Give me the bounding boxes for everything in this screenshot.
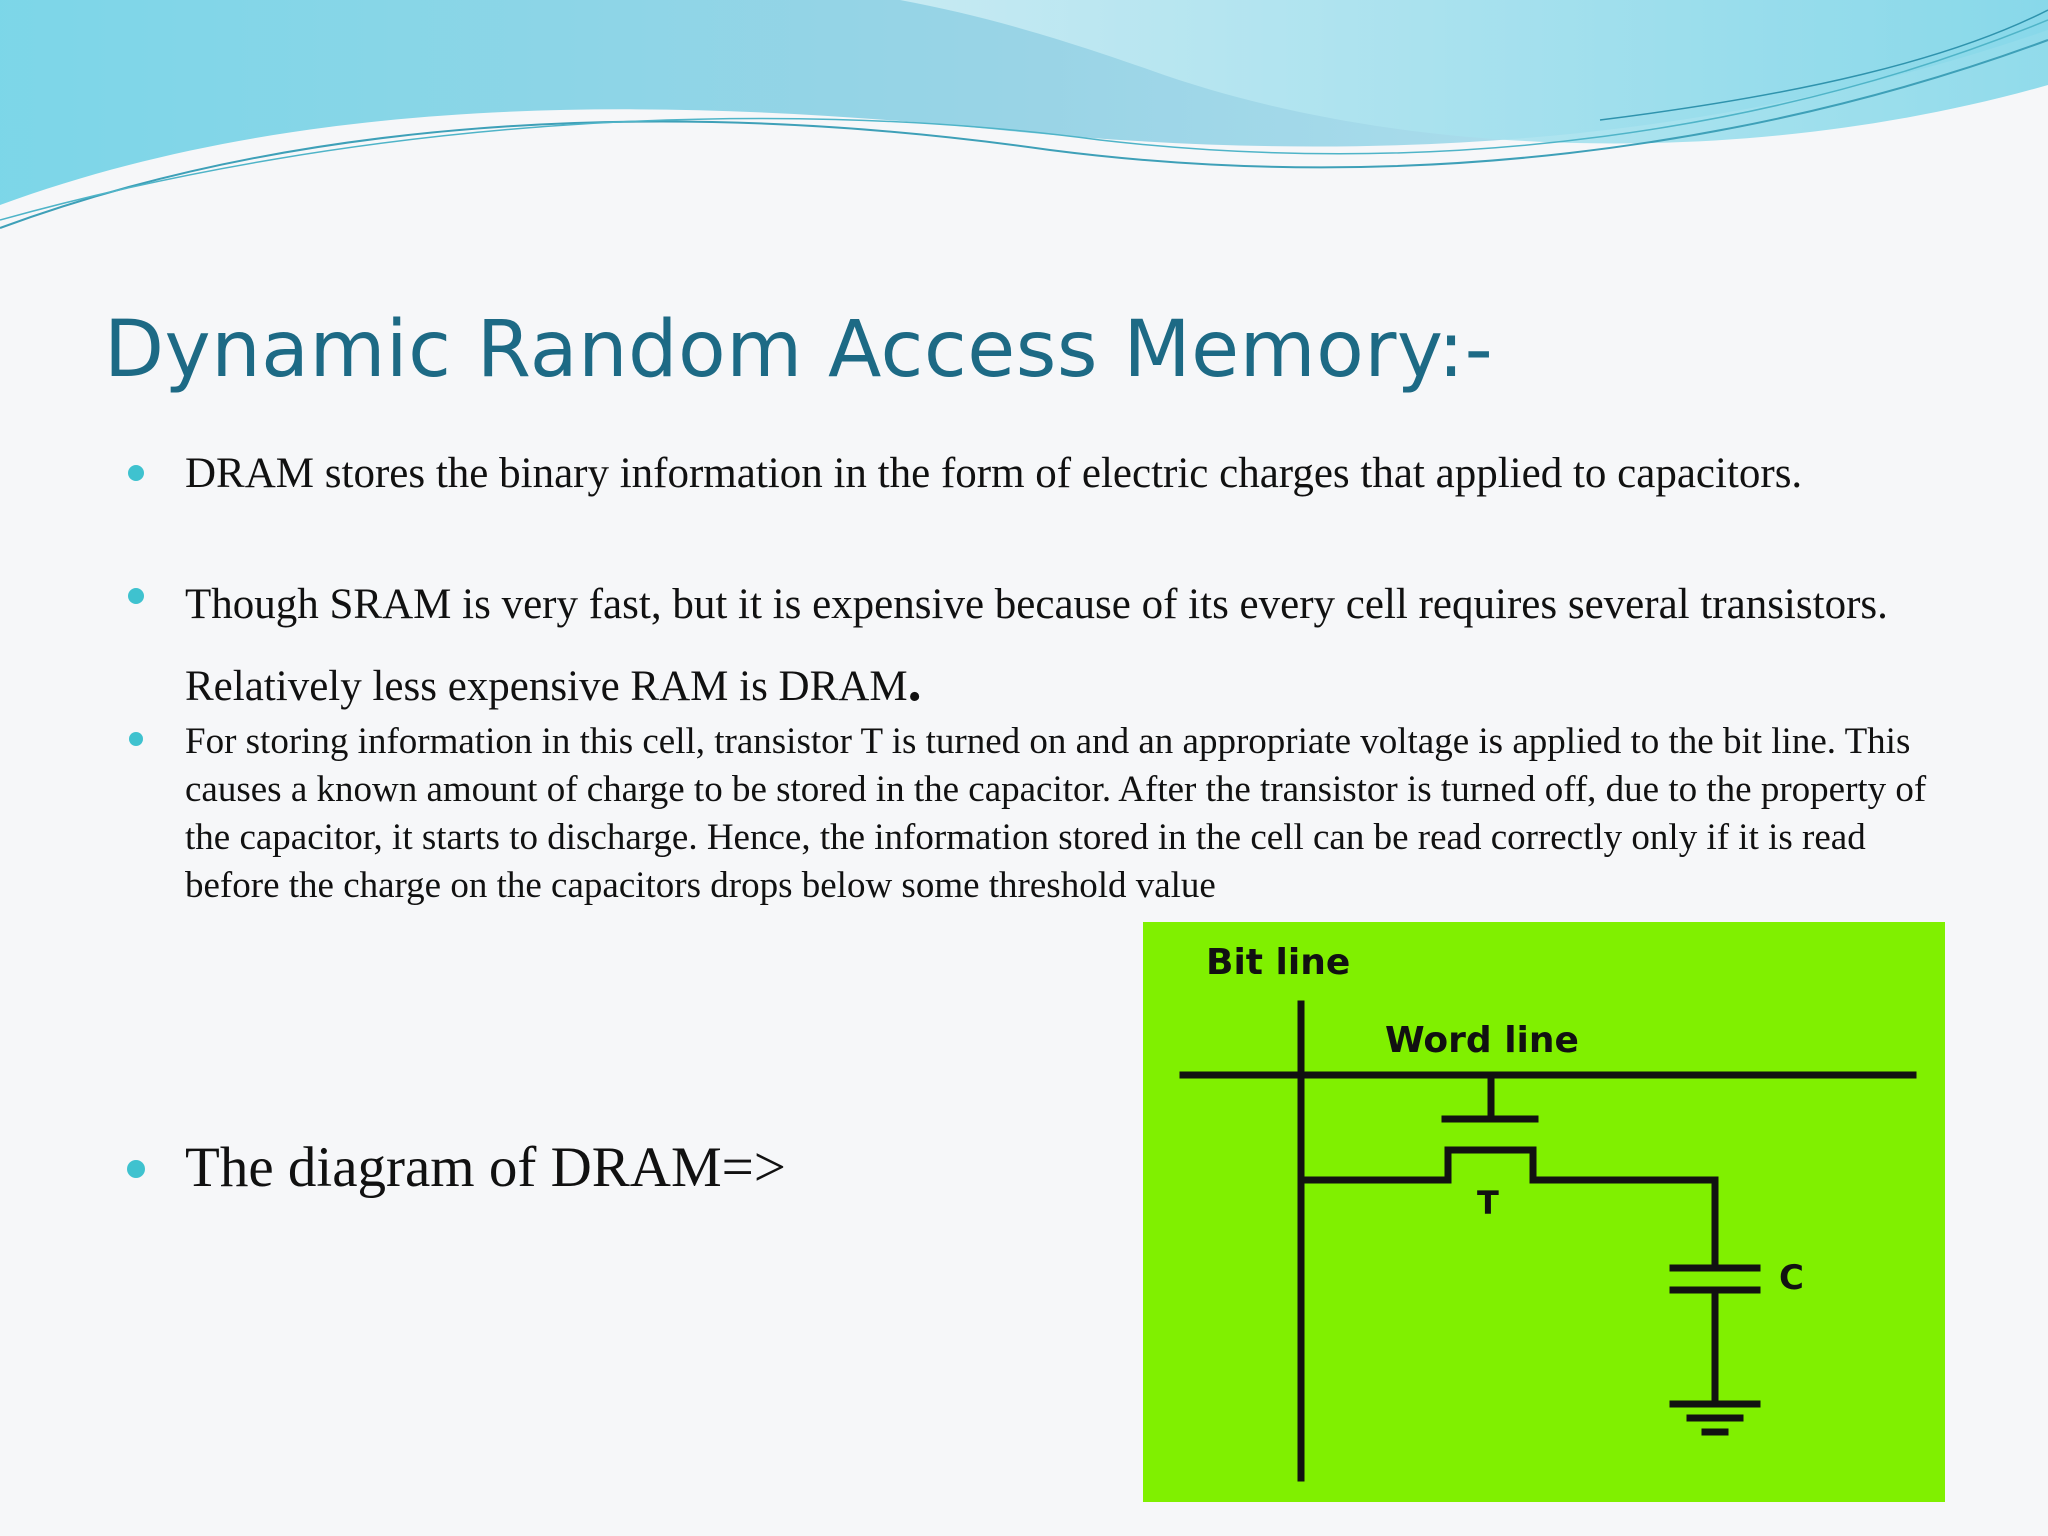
bullet-dot (128, 588, 144, 604)
bullet-dot (127, 1160, 145, 1178)
bullet-storing-information: For storing information in this cell, tr… (129, 718, 1945, 910)
dram-cell-diagram: Bit line Word line T C (1143, 922, 1945, 1502)
bullet-diagram-caption: The diagram of DRAM=> (127, 1136, 1085, 1200)
bit-line-label: Bit line (1206, 942, 1351, 983)
transistor-channel (1297, 1146, 1719, 1184)
word-line-label: Word line (1385, 1020, 1579, 1061)
bullet-sram-expensive: Though SRAM is very fast, but it is expe… (128, 564, 1905, 728)
dram-circuit (1179, 1000, 1917, 1482)
bullet-text: Though SRAM is very fast, but it is expe… (185, 581, 1888, 710)
bullet-text: DRAM stores the binary information in th… (185, 450, 1803, 497)
bullet-text: For storing information in this cell, tr… (185, 721, 1927, 906)
capacitor-label: C (1779, 1258, 1804, 1298)
bullet-text: The diagram of DRAM=> (185, 1136, 786, 1199)
header-wave-decoration (0, 0, 2048, 229)
bullet-dot (128, 465, 144, 481)
bullet-end-period: . (907, 651, 922, 713)
bullet-dram-stores: DRAM stores the binary information in th… (128, 446, 1905, 501)
slide-title: Dynamic Random Access Memory:- (104, 305, 1494, 395)
transistor-label: T (1477, 1184, 1499, 1222)
bullet-dot (129, 732, 143, 746)
